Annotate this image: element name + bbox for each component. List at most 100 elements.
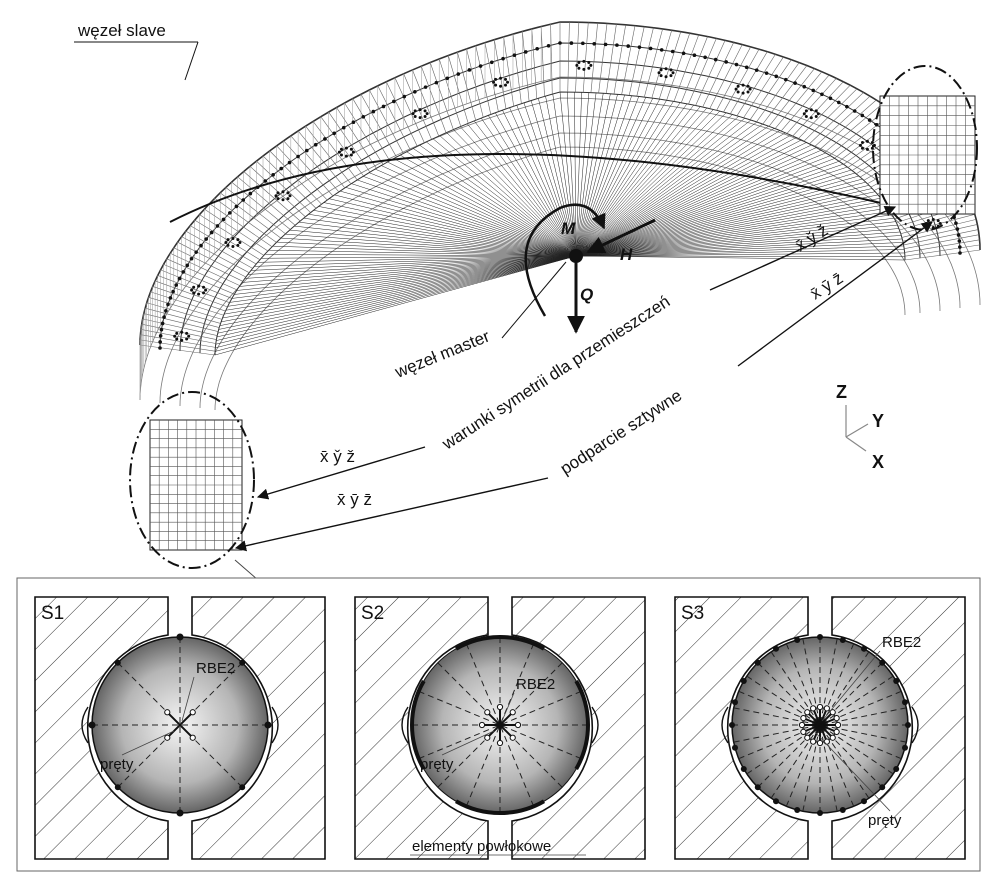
bolt-hole-marker (802, 108, 820, 120)
mesh-ring-lower (214, 146, 906, 411)
mesh-line (768, 68, 815, 127)
rbe-spoke (254, 255, 577, 267)
rbe-spoke (575, 134, 791, 257)
mesh-line (139, 344, 216, 356)
mesh-line (673, 34, 699, 102)
rbe-spoke (406, 151, 577, 257)
rods-label: pręty (868, 812, 902, 829)
rbe-spoke (313, 210, 577, 257)
contact-node (905, 722, 911, 728)
contact-node (817, 634, 823, 640)
slave-node (160, 321, 165, 326)
rbe2-label: RBE2 (516, 676, 555, 693)
contact-node (740, 766, 747, 772)
mesh-line (540, 26, 545, 97)
rbe-spoke (575, 158, 835, 257)
rbe-spoke (575, 98, 654, 257)
rbe-spoke (215, 255, 577, 352)
mesh-line (798, 84, 851, 139)
rbe-spoke (323, 202, 577, 257)
rbe-spoke (575, 142, 807, 257)
slave-node (456, 72, 461, 76)
mesh-line (177, 241, 247, 278)
slave-node (189, 256, 194, 261)
moment-label: M (561, 219, 576, 238)
bolt-hole-marker (657, 67, 675, 79)
rods-label: pręty (100, 756, 134, 773)
rod (802, 717, 838, 733)
mesh-line (143, 313, 219, 332)
rbe-spoke (575, 117, 746, 257)
master-node-leader (501, 261, 567, 339)
slave-node (341, 125, 346, 130)
contact-node (902, 699, 909, 706)
slave-node (263, 179, 268, 183)
rbe-spoke (575, 94, 625, 257)
mesh-line (695, 40, 726, 106)
mesh-line (352, 98, 390, 161)
rods-label: pręty (420, 756, 454, 773)
panel-id: S3 (681, 603, 704, 624)
rbe-spoke (216, 255, 577, 341)
left-end-highlight (129, 391, 255, 569)
slave-node (279, 166, 284, 171)
mesh-line (231, 181, 291, 230)
bolt-hole-marker (173, 330, 191, 342)
mesh-line (606, 24, 617, 94)
bearing-ring-model: M H Q węzeł slave węzeł master warunki s… (74, 21, 981, 581)
contact-node (839, 807, 846, 814)
rbe-spoke (575, 109, 714, 257)
force-h-label: H (620, 245, 633, 264)
rbe-spoke (575, 217, 895, 257)
rbe-spoke (481, 117, 577, 257)
mesh-line (297, 130, 346, 189)
mesh-line (220, 192, 282, 239)
slave-node (445, 76, 450, 81)
slave-node (323, 137, 327, 141)
mesh-line (155, 280, 228, 308)
bolt-hole-marker (858, 139, 876, 151)
slave-node (867, 118, 872, 122)
contact-node (893, 678, 900, 684)
rbe-spoke (294, 225, 577, 257)
mesh-line (688, 38, 717, 105)
housing-right (191, 596, 326, 860)
mesh-line (829, 107, 889, 156)
rbe-spoke (219, 255, 577, 326)
mesh-line (225, 187, 286, 235)
mesh-line (421, 66, 447, 133)
slave-node (199, 243, 203, 248)
rbe-spoke (575, 139, 802, 257)
mesh-line (377, 85, 411, 150)
rbe-spoke (368, 172, 577, 257)
mesh-line (904, 249, 981, 261)
mesh-line (780, 74, 830, 132)
bolt-hole-marker (492, 76, 510, 88)
mesh-line (466, 48, 484, 118)
rbe-spoke (234, 255, 577, 295)
mesh-line (628, 26, 645, 96)
housing-right (831, 596, 966, 860)
mesh-line (181, 236, 250, 273)
mesh-line (141, 323, 217, 340)
rbe-spoke (340, 190, 577, 257)
slave-node (811, 88, 816, 93)
rbe-spoke (575, 93, 604, 257)
housing-left (354, 596, 489, 860)
bolt-hole-marker (190, 284, 208, 296)
mesh-line (209, 203, 273, 247)
mesh-line (214, 198, 277, 243)
rbe-spoke (575, 155, 831, 257)
axis-x-label: X (872, 452, 884, 472)
rbe-spoke (250, 255, 577, 271)
slave-node (956, 233, 961, 237)
mesh-line (774, 71, 823, 129)
mesh-line (386, 81, 418, 147)
mesh-line (749, 59, 792, 120)
rbe-spoke (575, 123, 763, 257)
rbe-spoke (575, 201, 884, 257)
bolt-hole-marker (734, 83, 752, 95)
symmetry-arrow-right (709, 206, 897, 291)
slave-node (313, 142, 318, 147)
